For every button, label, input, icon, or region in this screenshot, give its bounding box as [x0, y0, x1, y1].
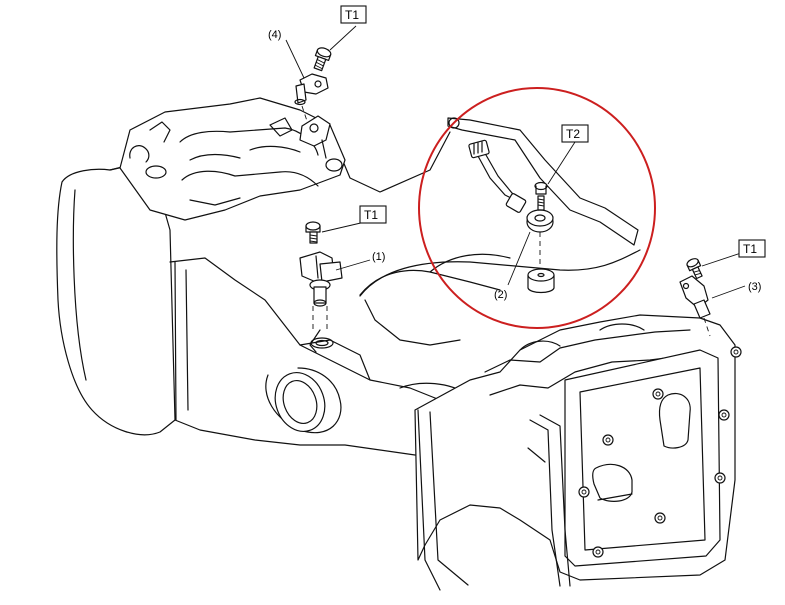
sensor-1-assembly [299, 221, 343, 330]
callout-4: (4) [268, 29, 281, 41]
sensor-3-assembly [679, 258, 711, 337]
callout-3: (3) [748, 281, 761, 293]
sensor-3-bolt [686, 258, 703, 280]
torque-label-t1-right: T1 [738, 239, 766, 258]
right-cylinder-head [414, 314, 742, 591]
leader-lines [285, 25, 746, 299]
sensor-4-bolt [313, 47, 332, 72]
callout-1: (1) [372, 251, 385, 263]
highlight-circle [418, 87, 656, 329]
torque-t1-mid-text: T1 [364, 208, 378, 222]
torque-t2-text: T2 [566, 127, 580, 141]
engine-block [56, 97, 501, 456]
torque-label-t2: T2 [561, 124, 589, 143]
sensor-1-bolt [305, 221, 321, 244]
torque-label-t1-top: T1 [340, 5, 367, 24]
sensor-4-assembly [269, 47, 343, 172]
callout-2: (2) [494, 289, 507, 301]
knock-sensor-detail [359, 87, 656, 329]
t2-bolt [534, 181, 548, 211]
torque-t1-right-text: T1 [743, 242, 757, 256]
cover-bolts [578, 346, 742, 558]
torque-label-t1-mid: T1 [359, 205, 387, 224]
torque-t1-top-text: T1 [345, 8, 359, 22]
